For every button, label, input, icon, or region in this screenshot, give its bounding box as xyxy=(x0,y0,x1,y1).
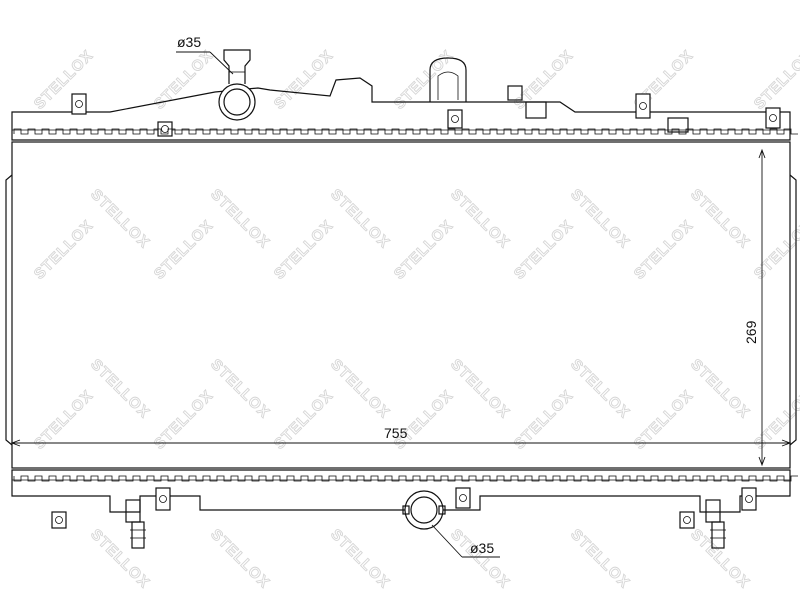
watermark-text: STELLOX xyxy=(567,356,633,422)
drain-left xyxy=(125,499,146,549)
watermark-text: STELLOX xyxy=(447,356,513,422)
mounting-bracket xyxy=(51,511,67,529)
mounting-bracket xyxy=(447,109,463,129)
watermark-text: STELLOX xyxy=(207,526,273,592)
watermark-text: STELLOX xyxy=(687,186,753,252)
mounting-bracket xyxy=(679,511,695,529)
dimension-outlet: ø35 xyxy=(431,524,500,558)
watermark-text: STELLOX xyxy=(511,217,577,283)
lower-mounting-brackets xyxy=(51,487,757,529)
watermark-text: STELLOX xyxy=(391,47,457,113)
inlet-diameter-label: ø35 xyxy=(177,34,201,50)
filler-neck xyxy=(218,49,256,121)
watermark-text: STELLOX xyxy=(567,526,633,592)
watermark-text: STELLOX xyxy=(87,186,153,252)
watermark-text: STELLOX xyxy=(271,217,337,283)
height-label: 269 xyxy=(743,320,759,344)
watermark-text: STELLOX xyxy=(327,186,393,252)
watermark-text: STELLOX xyxy=(271,47,337,113)
watermark-text: STELLOX xyxy=(631,217,697,283)
watermark-text: STELLOX xyxy=(327,526,393,592)
watermark-text: STELLOX xyxy=(447,526,513,592)
crimp-teeth xyxy=(13,128,798,135)
watermark-text: STELLOX xyxy=(87,526,153,592)
watermark-text: STELLOX xyxy=(447,186,513,252)
watermark-text: STELLOX xyxy=(391,217,457,283)
dimension-height: 269 xyxy=(743,148,766,467)
watermark-text: STELLOX xyxy=(87,356,153,422)
watermark-text: STELLOX xyxy=(207,186,273,252)
mounting-bracket xyxy=(635,93,651,119)
upper-tank-crimp xyxy=(13,128,798,135)
mounting-bracket xyxy=(765,107,781,129)
mounting-bracket xyxy=(455,487,471,509)
mounting-bracket xyxy=(155,487,171,511)
upper-tank xyxy=(11,49,791,141)
outlet-pipe xyxy=(402,490,446,530)
outlet-diameter-label: ø35 xyxy=(470,540,494,556)
lower-tank-crimp xyxy=(13,475,798,482)
mounting-bracket xyxy=(71,93,87,115)
watermark-text: STELLOX xyxy=(151,217,217,283)
dimension-width: 755 xyxy=(10,425,792,447)
watermark-text: STELLOX xyxy=(687,356,753,422)
watermark-text: STELLOX xyxy=(327,356,393,422)
lower-tank xyxy=(11,469,791,549)
dimension-inlet: ø35 xyxy=(176,34,234,75)
watermark-text: STELLOX xyxy=(567,186,633,252)
width-label: 755 xyxy=(384,425,408,441)
crimp-teeth xyxy=(13,475,798,482)
radiator-core xyxy=(5,141,797,469)
watermark-text: STELLOX xyxy=(687,526,753,592)
mounting-bracket xyxy=(741,487,757,511)
watermark-text: STELLOX xyxy=(511,47,577,113)
drain-right xyxy=(705,499,726,549)
watermark-text: STELLOX xyxy=(751,217,800,283)
watermark-text: STELLOX xyxy=(751,47,800,113)
watermark-text: STELLOX xyxy=(31,217,97,283)
watermark-text: STELLOX xyxy=(31,47,97,113)
watermark-text: STELLOX xyxy=(207,356,273,422)
